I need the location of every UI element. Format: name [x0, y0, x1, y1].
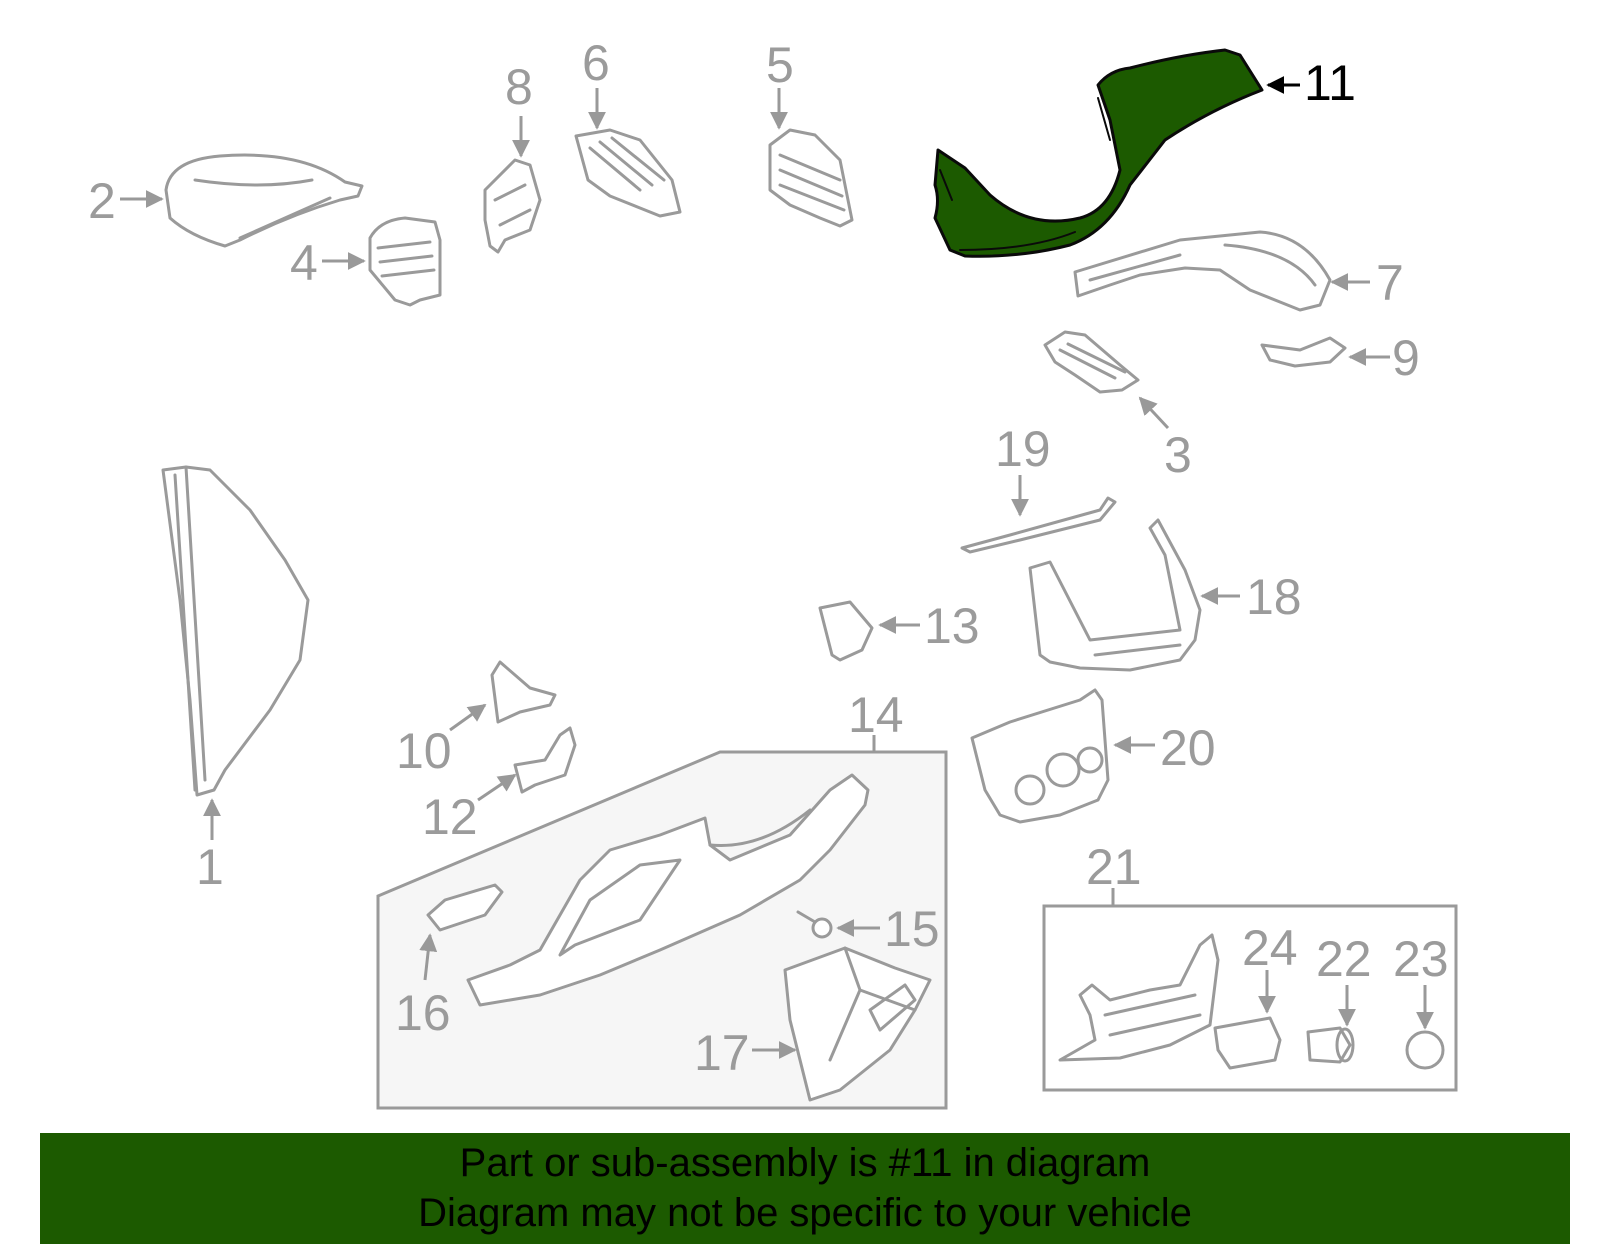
- callout-12: 12: [422, 789, 478, 845]
- part-7-dash-trim[interactable]: 7: [1073, 230, 1404, 312]
- callout-14: 14: [848, 687, 904, 743]
- part-16-handle[interactable]: [426, 883, 504, 932]
- part-19-trim-strip[interactable]: 19: [960, 421, 1117, 554]
- part-9-small-trim[interactable]: 9: [1260, 330, 1420, 386]
- callout-15: 15: [884, 901, 940, 957]
- callout-2: 2: [88, 173, 116, 229]
- callout-7: 7: [1376, 255, 1404, 311]
- callout-5: 5: [766, 37, 794, 93]
- part-17-glovebox-bin[interactable]: 17: [694, 946, 932, 1102]
- part-12-bracket[interactable]: 12: [422, 726, 577, 845]
- callout-24: 24: [1242, 920, 1298, 976]
- callout-19: 19: [995, 421, 1051, 477]
- callout-23: 23: [1393, 931, 1449, 987]
- part-24-switch[interactable]: 24: [1213, 920, 1298, 1070]
- group-21-switch-assembly[interactable]: 21 24 22 23: [1042, 839, 1458, 1092]
- banner-line-2: Diagram may not be specific to your vehi…: [418, 1191, 1192, 1235]
- part-5-vent[interactable]: 5: [766, 37, 854, 228]
- callout-4: 4: [290, 235, 318, 291]
- part-1-side-trim-panel[interactable]: 1: [161, 465, 310, 895]
- part-23-cap[interactable]: 23: [1393, 931, 1449, 1070]
- callout-18: 18: [1246, 569, 1302, 625]
- callout-3: 3: [1164, 427, 1192, 483]
- part-13-cap[interactable]: 13: [818, 598, 980, 662]
- callout-20: 20: [1160, 720, 1216, 776]
- part-10-bracket[interactable]: 10: [396, 660, 557, 779]
- part-8-bracket[interactable]: 8: [483, 59, 542, 254]
- info-banner: Part or sub-assembly is #11 in diagram D…: [40, 1133, 1570, 1244]
- callout-13: 13: [924, 598, 980, 654]
- part-18-center-bezel[interactable]: 18: [1028, 518, 1302, 672]
- part-15-screw[interactable]: 15: [796, 901, 940, 957]
- callout-11: 11: [1304, 55, 1356, 111]
- callout-10: 10: [396, 723, 452, 779]
- part-20-climate-bezel[interactable]: 20: [970, 688, 1216, 824]
- part-22-socket[interactable]: 22: [1306, 931, 1372, 1064]
- callout-21: 21: [1086, 839, 1142, 895]
- callout-9: 9: [1392, 330, 1420, 386]
- callout-6: 6: [582, 35, 610, 91]
- callout-16: 16: [395, 985, 451, 1041]
- group-14-glovebox-assembly[interactable]: 14 16 15 17: [376, 687, 948, 1110]
- callout-22: 22: [1316, 931, 1372, 987]
- part-3-vent[interactable]: 3: [1043, 330, 1192, 483]
- callout-1: 1: [196, 839, 224, 895]
- part-11-instrument-panel-bezel[interactable]: 11: [933, 48, 1356, 258]
- part-6-vent[interactable]: 6: [574, 35, 682, 218]
- callout-8: 8: [505, 59, 533, 115]
- part-2-cover[interactable]: 2: [88, 153, 364, 248]
- part-4-vent[interactable]: 4: [290, 216, 442, 307]
- banner-line-1: Part or sub-assembly is #11 in diagram: [459, 1141, 1151, 1185]
- callout-17: 17: [694, 1025, 750, 1081]
